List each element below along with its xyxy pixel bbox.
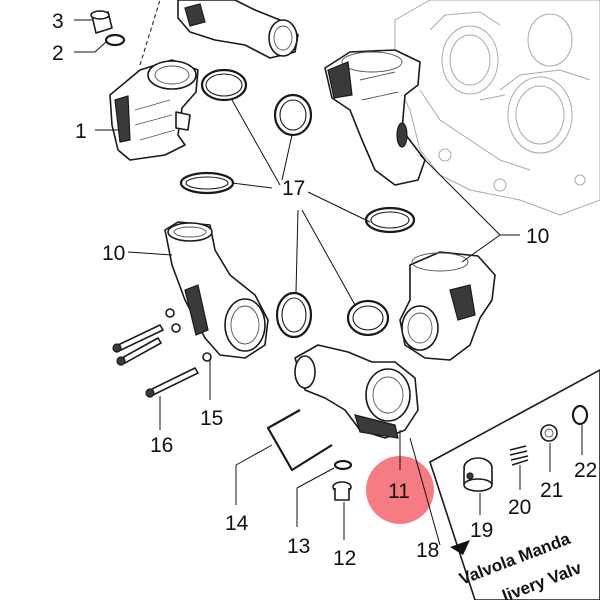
part-14-clip — [266, 409, 333, 472]
callout-11: 11 — [388, 480, 410, 503]
part-10-manifold-upper — [324, 49, 426, 186]
part-15-washers — [165, 308, 212, 362]
part-10-manifold-right — [399, 251, 496, 361]
callout-17: 17 — [282, 177, 305, 200]
callout-19: 19 — [470, 519, 493, 542]
callout-13: 13 — [287, 535, 310, 558]
manifold-top — [177, 0, 299, 59]
engine-block — [394, 0, 600, 216]
part-2-oring — [104, 33, 126, 47]
callout-3: 3 — [52, 10, 64, 33]
callout-labels: 3 2 1 17 10 10 15 16 14 13 12 11 18 19 2… — [52, 10, 597, 570]
callout-15: 15 — [200, 407, 223, 430]
callout-21: 21 — [540, 479, 563, 502]
part-12-plug — [332, 481, 352, 501]
part-11-manifold — [294, 344, 419, 439]
arrow-icon — [450, 540, 470, 555]
leader-lines — [74, 0, 583, 555]
part-19-valve — [463, 457, 493, 492]
part-20-spring — [509, 445, 529, 466]
callout-14: 14 — [225, 512, 249, 535]
highlight-marker — [366, 456, 434, 524]
callout-12: 12 — [333, 547, 356, 570]
callout-2: 2 — [52, 42, 64, 65]
part-16-bolts — [112, 324, 199, 398]
part-21-washer — [540, 424, 558, 442]
part-3-cap — [90, 10, 113, 34]
part-22-oring — [571, 404, 589, 426]
part-10-manifold-left — [164, 221, 269, 359]
callout-10-left: 10 — [102, 242, 125, 265]
callout-1: 1 — [75, 120, 87, 143]
callout-20: 20 — [508, 496, 531, 519]
part-1-manifold — [109, 59, 199, 161]
callout-22: 22 — [574, 459, 597, 482]
callout-10-right: 10 — [526, 225, 549, 248]
part-13-oring — [333, 459, 353, 471]
label-box: Valvola Manda livery Valv — [429, 369, 600, 600]
callout-18: 18 — [416, 539, 439, 562]
callout-16: 16 — [150, 434, 173, 457]
